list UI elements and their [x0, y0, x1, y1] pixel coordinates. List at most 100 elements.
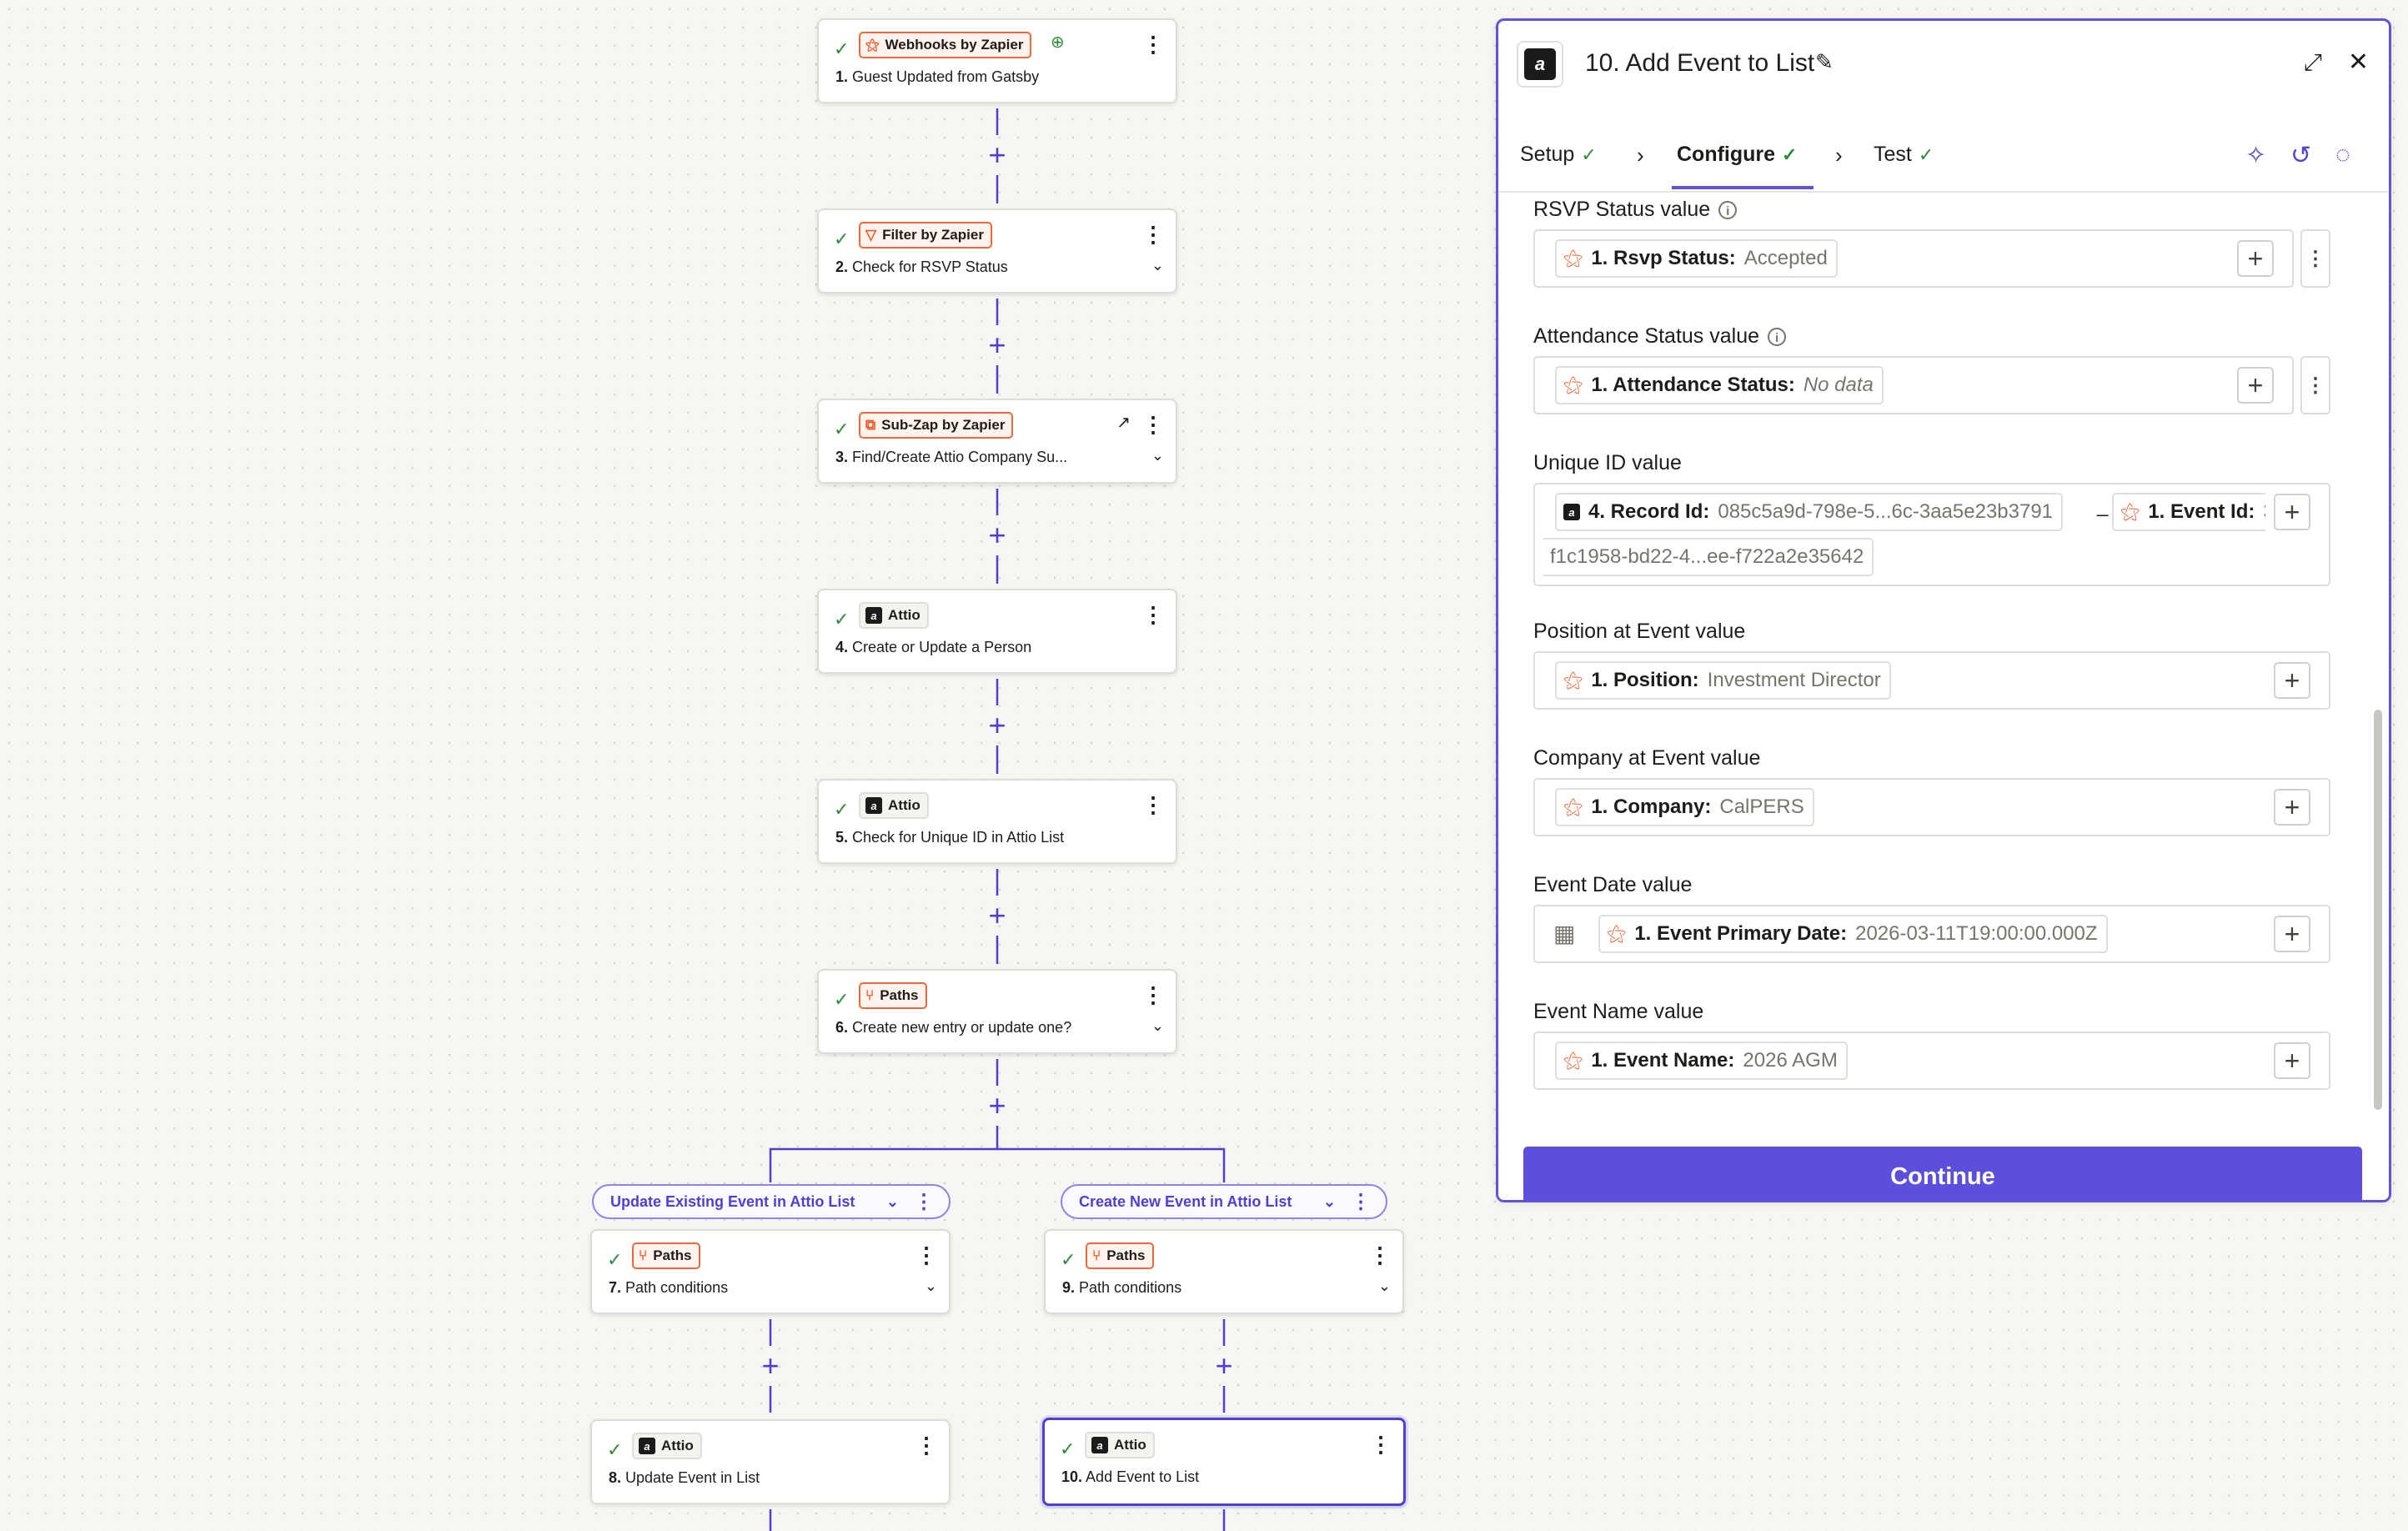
panel-header: a 10. Add Event to List ✎ ⤢ ✕: [1498, 21, 2389, 108]
more-options-icon[interactable]: ⋮: [1369, 1242, 1391, 1267]
step-card-10[interactable]: ✓ a Attio 10. Add Event to List ⋮: [1042, 1418, 1406, 1506]
mapped-field-chip-continued[interactable]: f1c1958-bd22-4...ee-f722a2e35642: [1543, 538, 1874, 576]
mapped-field-chip[interactable]: ⚝ 1. Attendance Status: No data: [1555, 366, 1884, 404]
app-badge: ⧉ Sub-Zap by Zapier: [859, 412, 1014, 439]
path-pill-create[interactable]: Create New Event in Attio List ⌄ ⋮: [1061, 1184, 1387, 1219]
app-name: Attio: [661, 1438, 694, 1453]
insert-data-button[interactable]: +: [2274, 1042, 2310, 1079]
step-title: 6. Create new entry or update one?: [835, 1019, 1072, 1036]
chevron-down-icon[interactable]: ⌄: [1377, 1278, 1391, 1294]
position-field[interactable]: ⚝ 1. Position: Investment Director +: [1533, 651, 2330, 710]
step-card-4[interactable]: ✓ a Attio 4. Create or Update a Person ⋮: [817, 589, 1177, 674]
info-icon[interactable]: i: [1768, 328, 1787, 347]
add-circle-icon[interactable]: ⊕: [1051, 33, 1065, 52]
calendar-icon[interactable]: ▦: [1553, 921, 1576, 946]
step-card-6[interactable]: ✓ ⑂ Paths 6. Create new entry or update …: [817, 969, 1177, 1054]
chevron-down-icon[interactable]: ⌄: [1322, 1192, 1336, 1210]
step-card-3[interactable]: ✓ ⧉ Sub-Zap by Zapier ↗ 3. Find/Create A…: [817, 399, 1177, 484]
company-field[interactable]: ⚝ 1. Company: CalPERS +: [1533, 778, 2330, 836]
check-icon: ✓: [1581, 144, 1597, 165]
step-card-9[interactable]: ✓ ⑂ Paths 9. Path conditions ⋮ ⌄: [1044, 1229, 1404, 1314]
rsvp-status-field[interactable]: ⚝ 1. Rsvp Status: Accepted +: [1533, 229, 2294, 288]
event-date-field[interactable]: ▦ ⚝ 1. Event Primary Date: 2026-03-11T19…: [1533, 905, 2330, 963]
insert-data-button[interactable]: +: [2274, 494, 2310, 530]
mapped-field-chip[interactable]: ⚝ 1. Rsvp Status: Accepted: [1555, 239, 1838, 278]
close-icon[interactable]: ✕: [2347, 48, 2369, 76]
more-options-icon[interactable]: ⋮: [916, 1433, 937, 1458]
step-title: 3. Find/Create Attio Company Su...: [835, 449, 1068, 465]
more-options-icon[interactable]: ⋮: [1142, 412, 1164, 437]
flow-connectors: [769, 108, 1226, 1531]
tab-test[interactable]: Test✓: [1874, 143, 1934, 166]
panel-scrollbar[interactable]: [2374, 710, 2382, 1110]
mapped-field-chip[interactable]: ⚝ 1. Event Id: 3: [2112, 493, 2265, 531]
more-options-icon[interactable]: ⋮: [1142, 32, 1164, 57]
continue-button[interactable]: Continue: [1523, 1147, 2362, 1200]
insert-data-button[interactable]: +: [2274, 662, 2310, 699]
field-label: Company at Event value: [1533, 746, 1761, 770]
panel-title[interactable]: 10. Add Event to List: [1585, 49, 1815, 77]
add-step-button[interactable]: +: [988, 708, 1006, 742]
insert-data-button[interactable]: +: [2274, 789, 2310, 826]
tab-configure[interactable]: Configure✓: [1677, 143, 1798, 166]
add-step-button[interactable]: +: [1215, 1348, 1233, 1383]
expand-icon[interactable]: ⤢: [2303, 49, 2322, 75]
chevron-down-icon[interactable]: ⌄: [1151, 447, 1164, 464]
mapped-field-chip[interactable]: a 4. Record Id: 085c5a9d-798e-5...6c-3aa…: [1555, 493, 2064, 531]
path-pill-update[interactable]: Update Existing Event in Attio List ⌄ ⋮: [592, 1184, 951, 1219]
mapped-field-chip[interactable]: ⚝ 1. Event Name: 2026 AGM: [1555, 1042, 1848, 1080]
insert-data-button[interactable]: +: [2237, 367, 2274, 404]
attio-app-logo: a: [1517, 41, 1563, 88]
field-options-button[interactable]: ⋮: [2300, 229, 2330, 288]
chevron-down-icon[interactable]: ⌄: [924, 1278, 937, 1294]
check-icon: ✓: [1782, 144, 1798, 165]
field-options-button[interactable]: ⋮: [2300, 356, 2330, 414]
undo-icon[interactable]: ↺: [2290, 142, 2312, 169]
app-name: Sub-Zap by Zapier: [881, 417, 1006, 433]
external-link-icon[interactable]: ↗: [1116, 414, 1131, 432]
mapped-field-chip[interactable]: ⚝ 1. Company: CalPERS: [1555, 788, 1814, 826]
check-icon: ✓: [1918, 144, 1934, 165]
more-options-icon[interactable]: ⋮: [914, 1190, 934, 1213]
step-card-7[interactable]: ✓ ⑂ Paths 7. Path conditions ⋮ ⌄: [590, 1229, 951, 1314]
chevron-down-icon[interactable]: ⌄: [885, 1192, 899, 1210]
step-card-1[interactable]: ✓ ⚝ Webhooks by Zapier ⊕ 1. Guest Update…: [817, 18, 1177, 103]
more-options-icon[interactable]: ⋮: [1142, 222, 1164, 247]
chevron-down-icon[interactable]: ⌄: [1151, 1017, 1164, 1034]
tab-setup[interactable]: Setup✓: [1520, 143, 1597, 166]
sparkle-ai-icon[interactable]: ✧: [2245, 142, 2267, 169]
mapped-field-chip[interactable]: ⚝ 1. Event Primary Date: 2026-03-11T19:0…: [1598, 915, 2108, 953]
more-options-icon[interactable]: ⋮: [1142, 602, 1164, 627]
insert-data-button[interactable]: +: [2237, 240, 2274, 277]
step-card-2[interactable]: ✓ ▽ Filter by Zapier 2. Check for RSVP S…: [817, 208, 1177, 294]
add-step-button[interactable]: +: [988, 518, 1006, 552]
more-options-icon[interactable]: ⋮: [1142, 792, 1164, 817]
insert-data-button[interactable]: +: [2274, 916, 2310, 952]
more-options-icon[interactable]: ⋮: [916, 1242, 937, 1267]
info-icon[interactable]: i: [1718, 201, 1738, 220]
more-options-icon[interactable]: ⋮: [1370, 1432, 1392, 1457]
chevron-down-icon[interactable]: ⌄: [1151, 257, 1164, 274]
field-label: Position at Event value: [1533, 620, 1746, 643]
app-badge: a Attio: [1085, 1432, 1155, 1458]
field-label: Event Date value: [1533, 873, 1693, 896]
add-step-button[interactable]: +: [988, 898, 1006, 932]
zap-editor-canvas[interactable]: + + + + + + + + ✓ ⚝ Webhooks by Zapier ⊕…: [0, 0, 1484, 1531]
add-step-button[interactable]: +: [988, 328, 1006, 362]
step-card-8[interactable]: ✓ a Attio 8. Update Event in List ⋮: [590, 1419, 951, 1504]
mapped-field-chip[interactable]: ⚝ 1. Position: Investment Director: [1555, 661, 1891, 700]
add-step-button[interactable]: +: [988, 138, 1006, 172]
more-options-icon[interactable]: ⋮: [1142, 982, 1164, 1007]
add-step-button[interactable]: +: [988, 1088, 1006, 1122]
more-options-icon[interactable]: ⋮: [1351, 1190, 1371, 1213]
step-title: 5. Check for Unique ID in Attio List: [835, 829, 1065, 846]
pencil-icon[interactable]: ✎: [1815, 49, 1834, 74]
comment-icon[interactable]: ◌: [2335, 141, 2350, 168]
step-card-5[interactable]: ✓ a Attio 5. Check for Unique ID in Atti…: [817, 779, 1177, 864]
event-name-field[interactable]: ⚝ 1. Event Name: 2026 AGM +: [1533, 1032, 2330, 1090]
check-icon: ✓: [834, 419, 850, 439]
unique-id-field[interactable]: a 4. Record Id: 085c5a9d-798e-5...6c-3aa…: [1533, 483, 2330, 586]
attendance-status-field[interactable]: ⚝ 1. Attendance Status: No data +: [1533, 356, 2294, 414]
add-step-button[interactable]: +: [761, 1348, 780, 1383]
